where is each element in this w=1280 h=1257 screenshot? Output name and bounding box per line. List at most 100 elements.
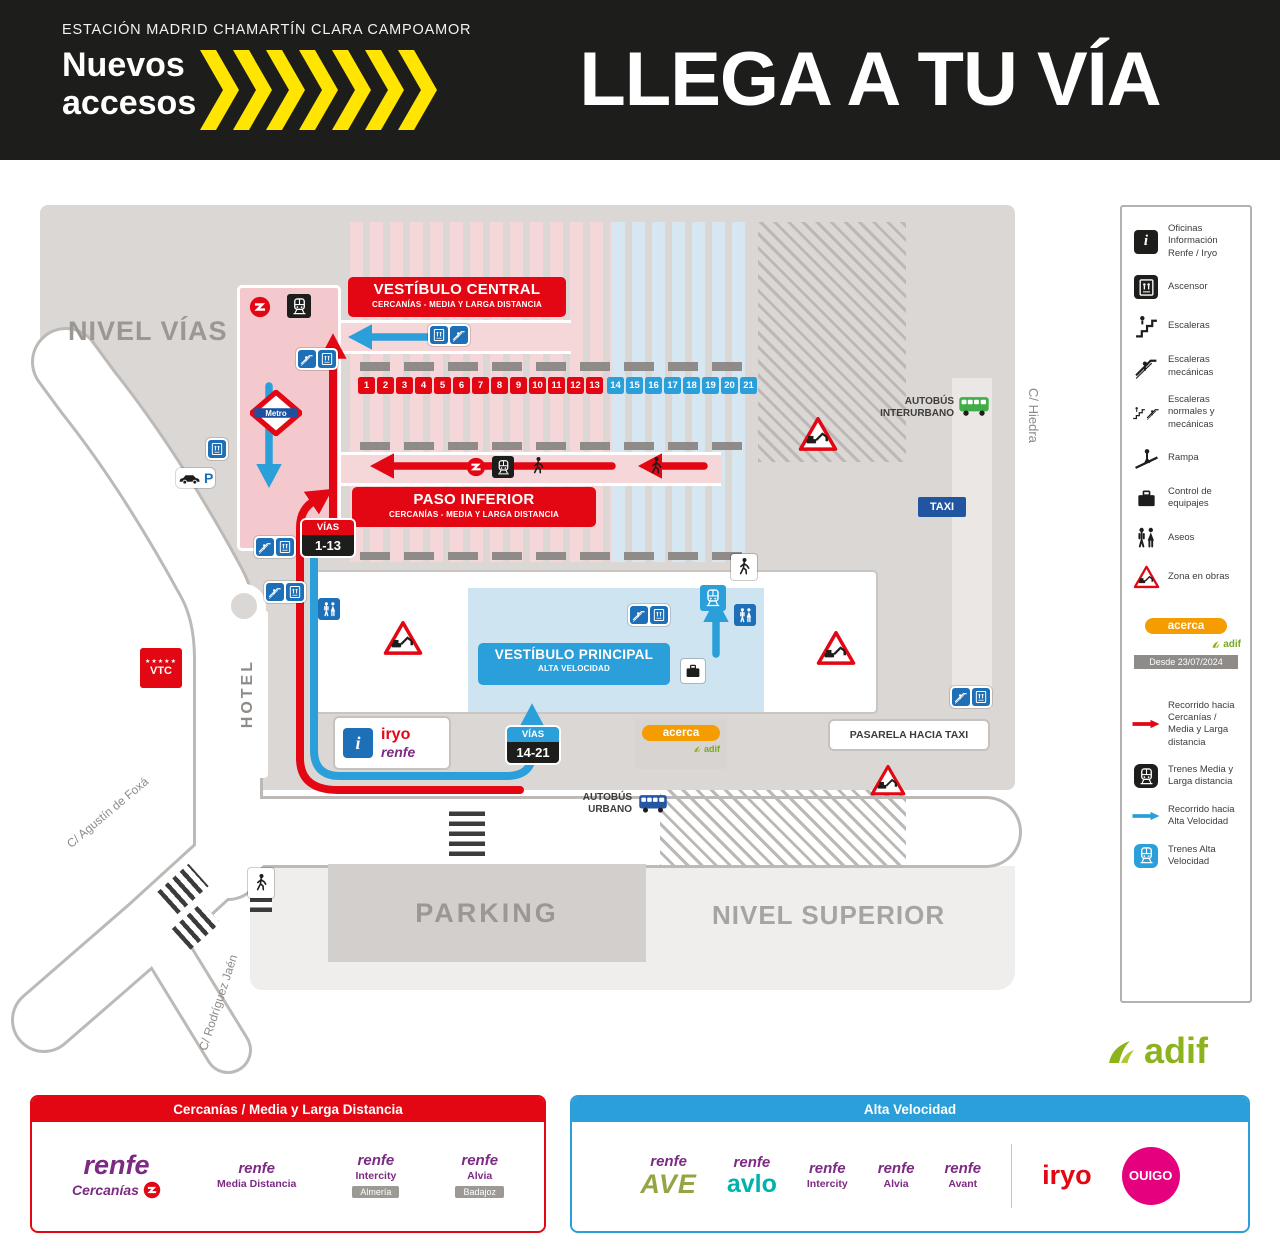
legend-label: Ascensor: [1168, 280, 1208, 292]
vias-label: VÍAS: [507, 727, 559, 742]
legend-route-item: Trenes Media y Larga distancia: [1131, 764, 1241, 789]
pedestrian-icon: [248, 868, 274, 898]
av-route-arrow-icon: [1131, 810, 1161, 822]
nivel-superior-label: NIVEL SUPERIOR: [712, 900, 946, 930]
parking-glyph: P: [204, 470, 214, 486]
track-number: 4: [415, 377, 432, 394]
legend-item: Escaleras: [1131, 314, 1241, 339]
platform-caps: [360, 362, 752, 371]
brand-renfe-cercanias: renfe Cercanías: [72, 1152, 161, 1199]
legend-label: Escaleras: [1168, 320, 1210, 332]
adif-logo: adif: [1104, 1030, 1209, 1071]
elevator-icon: [276, 538, 294, 556]
brand-product: Alvia: [883, 1178, 909, 1190]
interurban-bus-icon: [959, 397, 989, 416]
brand-name: renfe: [461, 1152, 499, 1169]
banner-title: PASO INFERIOR: [413, 491, 535, 508]
mld-train-icon: [492, 456, 514, 478]
brand-name: renfe: [808, 1160, 846, 1177]
pedestrian-icon: [731, 554, 757, 580]
acerca-badge: acerca: [642, 725, 720, 741]
track-number: 6: [453, 377, 470, 394]
track-number: 15: [626, 377, 643, 394]
elevator-icon: [318, 350, 336, 368]
info-icon: i: [1131, 229, 1161, 254]
escalator-icon: [1131, 354, 1161, 380]
legend-label: Oficinas Información Renfe / Iryo: [1168, 223, 1218, 259]
acerca-legend-block: acerca adif Desde 23/07/2024: [1131, 617, 1241, 669]
vias-label: VÍAS: [302, 520, 354, 535]
brand-name: renfe: [877, 1160, 915, 1177]
urban-bus-label: AUTOBÚS URBANO: [582, 792, 632, 815]
track-number: 16: [645, 377, 662, 394]
banner-subtitle: ALTA VELOCIDAD: [538, 663, 610, 673]
brand-badge: Almería: [352, 1186, 400, 1198]
hotel-label: HOTEL: [239, 659, 256, 729]
construction-zone-icon: [816, 630, 856, 671]
cercanias-logo-icon: [466, 457, 486, 477]
track-number: 7: [472, 377, 489, 394]
brand-product: Intercity: [355, 1170, 397, 1182]
brand-renfe-ave: renfe AVE: [640, 1154, 697, 1198]
chevrons-icon: [200, 50, 437, 130]
elevator-escalator-icons: [428, 324, 470, 346]
bus-corridor: [952, 378, 992, 708]
paso-inferior-banner: PASO INFERIOR CERCANÍAS - MEDIA Y LARGA …: [352, 487, 596, 527]
elevator-icon: [286, 583, 304, 601]
info-office-box: i iryo renfe: [333, 716, 451, 770]
restrooms-icon: [734, 604, 756, 626]
adif-mini-logo: adif: [642, 744, 720, 754]
page-title: LLEGA A TU VÍA: [579, 37, 1161, 122]
legend-label: Aseos: [1168, 531, 1195, 543]
brand-renfe-avant: renfe Avant: [944, 1161, 981, 1190]
brand-product: Alvia: [467, 1170, 493, 1182]
brand-iryo: iryo: [1042, 1160, 1092, 1190]
escalator-elevator-icons: [264, 581, 306, 603]
stairs-and-escalator-icon: [1131, 406, 1161, 420]
legend-label: Trenes Media y Larga distancia: [1168, 764, 1234, 788]
platform-caps: [360, 552, 750, 560]
cercanias-logo-icon: [143, 1181, 161, 1199]
since-badge: Desde 23/07/2024: [1134, 654, 1238, 669]
parking-area: PARKING: [328, 864, 646, 962]
track-number: 20: [721, 377, 738, 394]
vtc-label: VTC: [150, 665, 172, 677]
escalator-elevator-icons: [254, 536, 296, 558]
escalator-icon: [630, 606, 648, 624]
luggage-icon: [1131, 487, 1161, 510]
adif-leaf-icon: [694, 746, 701, 752]
banner-title: VESTÍBULO CENTRAL: [373, 281, 541, 298]
brand-name: renfe: [733, 1153, 771, 1171]
legend-route-item: Recorrido hacia Alta Velocidad: [1131, 804, 1241, 829]
adif-mini-label: adif: [1223, 638, 1241, 650]
track-number: 12: [567, 377, 584, 394]
station-name: ESTACIÓN MADRID CHAMARTÍN CLARA CAMPOAMO…: [62, 22, 472, 38]
cercanias-logo-icon: [249, 296, 271, 318]
restrooms-icon: [1131, 526, 1161, 550]
legend-label: Rampa: [1168, 452, 1199, 464]
brand-product: Avant: [948, 1178, 978, 1190]
legend-label: Escaleras mecánicas: [1168, 354, 1214, 378]
metro-label: Metro: [265, 409, 286, 418]
banner-title: VESTÍBULO PRINCIPAL: [494, 647, 654, 662]
urban-bus-icon: [639, 795, 667, 813]
brand-renfe-intercity: renfe Intercity: [807, 1161, 848, 1190]
adif-wordmark: adif: [1144, 1030, 1209, 1071]
parking-dropoff-icon: P: [176, 468, 216, 488]
vtc-badge: ★★★★★ VTC: [140, 648, 182, 688]
brand-name: renfe: [83, 1150, 150, 1180]
box-body: renfe AVE renfe avlo renfe Intercity ren…: [572, 1122, 1248, 1229]
track-number: 1: [358, 377, 375, 394]
luggage-control-icon: [681, 659, 705, 683]
av-train-icon: [1131, 843, 1161, 868]
brand-renfe-alvia: renfe Alvia: [878, 1161, 915, 1190]
legend-item: Ascensor: [1131, 275, 1241, 300]
legend-label: Control de equipajes: [1168, 486, 1212, 510]
elevator-icon: [208, 440, 226, 458]
adif-mini-logo: adif: [1211, 639, 1241, 650]
works-area-tracks: [758, 222, 906, 462]
box-title: Alta Velocidad: [572, 1097, 1248, 1122]
legend-item: Aseos: [1131, 526, 1241, 550]
vestibulo-central-banner: VESTÍBULO CENTRAL CERCANÍAS - MEDIA Y LA…: [348, 277, 566, 317]
